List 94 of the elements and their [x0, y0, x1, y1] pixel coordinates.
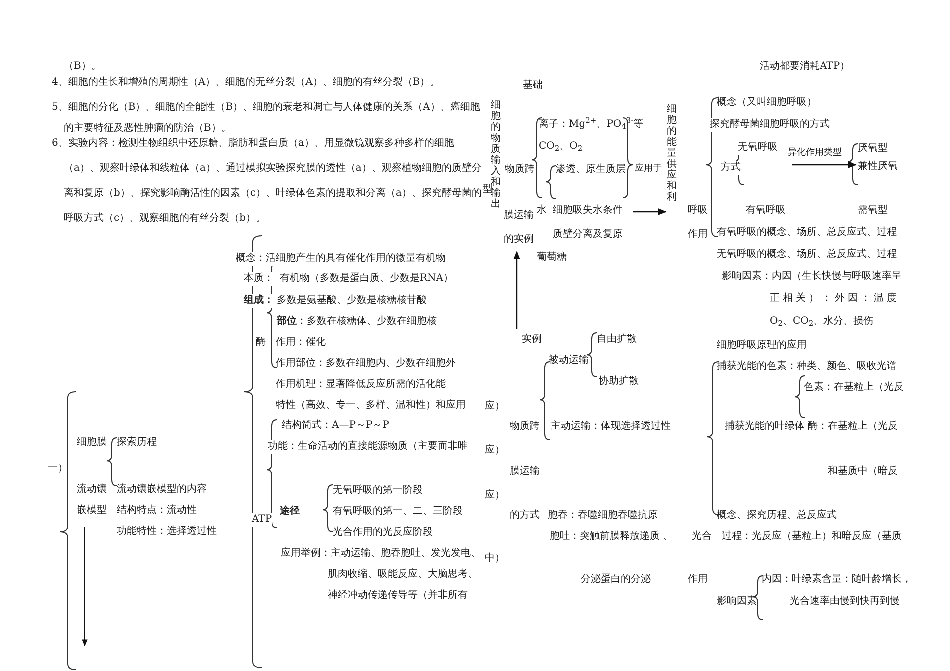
note-text: 流动镶嵌模型的内容: [117, 483, 207, 497]
note-text: 有氧呼吸的第一、二、三阶段: [333, 505, 463, 519]
note-text: 膜运输: [510, 465, 540, 479]
note-text: 应）: [485, 489, 505, 503]
note-text: 胞吐：突触前膜释放递质 、: [550, 530, 674, 544]
note-text: 概念、探究历程、总反应式: [717, 509, 837, 523]
note-text: O$_{2}$、CO$_{2}$、水分、损伤: [770, 315, 874, 329]
note-text: 肌肉收缩、吸能反应、大脑思考、: [328, 568, 478, 582]
note-text: 作用: [688, 573, 708, 587]
note-text: 呼吸: [688, 204, 708, 218]
node-text: 细胞的能量供应和利: [667, 104, 677, 203]
note-text: 探究酵母菌细胞呼吸的方式: [710, 118, 830, 132]
note-text: 过程：光反应（基粒上）和暗反应（基质: [722, 530, 902, 544]
note-text: 应）: [485, 400, 505, 414]
note-text: 6、实验内容：检测生物组织中还原糖、脂肪和蛋白质（a）、用显微镜观察多种多样的细胞（a）、观察叶绿体和线粒体（a）、通过模拟实验探究膜的透性（a）、观察植物细胞的质壁分离和复原（b）、探究影响酶活性的因素（c）、叶绿体色素的提取和分离（a）、探究酵母菌的呼吸方式（c）、观察细胞的有丝分裂（b）。: [52, 136, 483, 226]
note-text: 的方式: [510, 509, 540, 523]
note-text: 结构特点：流动性: [117, 504, 197, 518]
note-text: 细胞吸失水条件: [553, 204, 623, 218]
note-text: 部位：多数在核糖体、少数在细胞核: [277, 315, 437, 329]
note-text: 捕获光能的色素：种类、颜色、吸收光谱: [717, 360, 897, 374]
edge-label: 异化作用类型: [788, 148, 842, 159]
note-text: 多数是氨基酸、少数是核糖核苷酸: [277, 294, 427, 308]
arrow: [792, 162, 857, 168]
note-text: 应用于: [635, 162, 662, 176]
note-text: 本质：: [244, 272, 274, 286]
note-text: 色素：在基粒上（光反: [804, 381, 904, 395]
note-text: 细胞呼吸原理的应用: [717, 339, 807, 353]
note-text: 酶: [256, 336, 266, 350]
note-text: 中）: [485, 552, 505, 566]
note-text: 作用：催化: [276, 336, 326, 350]
note-text: 细胞的物质输入和输出: [491, 100, 501, 210]
note-text: 作用: [688, 228, 708, 242]
note-text: 影响因素: [717, 595, 757, 609]
note-text: 神经冲动传递传导等（并非所有: [328, 589, 468, 603]
note-text: 流动镶: [77, 483, 107, 497]
note-text: 需氧型: [858, 204, 888, 218]
note-text: 胞吞：吞噬细胞吞噬抗原: [548, 509, 658, 523]
node-text: 实例: [522, 333, 542, 347]
note-text: 特性（高效、专一、多样、温和性）和应用: [276, 399, 466, 413]
note-text: 渗透、原生质层: [556, 163, 626, 177]
note-text: CO$_{2}$、O$_{2}$: [539, 140, 583, 154]
note-text: 无氧呼吸的概念、场所、总反应式、过程: [717, 248, 897, 262]
note-text: 有氧呼吸: [746, 204, 786, 218]
note-text: 功能：生命活动的直接能源物质（主要而非唯: [268, 440, 468, 454]
note-text: （B）。: [64, 60, 102, 74]
note-text: 应）: [485, 444, 505, 458]
note-text: 概念（又叫细胞呼吸）: [717, 96, 817, 110]
note-text: 物质跨: [505, 163, 535, 177]
note-text: 主动运输：体现选择透过性: [551, 420, 671, 434]
note-text: 基础: [523, 79, 543, 93]
note-text: 分泌蛋白的分泌: [581, 573, 651, 587]
note-text: 方式: [721, 161, 741, 175]
note-text: ATP: [252, 513, 272, 527]
note-text: 无氧呼吸的第一阶段: [333, 484, 423, 498]
note-text: 被动运输: [549, 354, 589, 368]
note-text: 功能特性：选择透过性: [117, 525, 217, 539]
arrow: [633, 208, 667, 216]
note-text: 光合速率由慢到快再到慢: [790, 595, 900, 609]
note-text: 组成：: [244, 294, 274, 308]
note-text: 探索历程: [117, 436, 157, 450]
note-text: 厌氧型: [858, 142, 888, 156]
note-text: 光合作用的光反应阶段: [333, 526, 433, 540]
note-text: 5、细胞的分化（B）、细胞的全能性（B）、细胞的衰老和凋亡与人体健康的关系（A）、癌细胞的主要特征及恶性肿瘤的防治（B）。: [52, 100, 482, 136]
note-text: 和基质中（暗反: [828, 465, 898, 479]
note-text: 正相关）：外因：温度: [770, 292, 900, 306]
note-text: 物质跨: [510, 420, 540, 434]
arrow: [514, 251, 520, 329]
note-text: 有氧呼吸的概念、场所、总反应式、过程: [717, 226, 897, 240]
note-text: 途径: [280, 505, 300, 519]
note-text: 葡萄糖: [537, 251, 567, 265]
note-text: 结构简式：A—P～P～P: [282, 419, 390, 433]
note-text: 自由扩散: [597, 333, 637, 347]
note-text: 4、细胞的生长和增殖的周期性（A）、细胞的无丝分裂（A）、细胞的有丝分裂（B）。: [52, 76, 440, 90]
note-text: 一）: [48, 462, 68, 476]
note-text: 细胞膜: [77, 436, 107, 450]
node-text: 膜运输的实例: [504, 204, 535, 252]
note-text: 无氧呼吸: [738, 141, 778, 155]
note-text: 活动都要消耗ATP）: [760, 60, 850, 74]
note-text: 质壁分离及复原: [553, 228, 623, 242]
note-text: 内因：叶绿素含量：随叶龄增长，: [762, 573, 912, 587]
note-text: 作用机理：显著降低反应所需的活化能: [276, 378, 446, 392]
note-text: 捕获光能的叶绿体: [725, 420, 805, 434]
note-text: 影响因素：内因（生长快慢与呼吸速率呈: [722, 270, 902, 284]
note-text: 作用部位：多数在细胞内、少数在细胞外: [276, 357, 456, 371]
note-text: 水: [537, 204, 547, 218]
note-text: 应用举例：主动运输、胞吞胞吐、发光发电、: [281, 547, 481, 561]
note-text: 嵌模型: [77, 504, 107, 518]
note-text: 光合: [692, 530, 712, 544]
note-text: 概念：活细胞产生的具有催化作用的微量有机物: [236, 252, 446, 266]
note-text: 协助扩散: [599, 375, 639, 389]
note-text: 离子：Mg$^{2+}$、PO$_{4}$$^{3-}$等: [539, 118, 644, 132]
note-text: 有机物（多数是蛋白质、少数是RNA）: [280, 272, 454, 286]
note-text: 酶：在基粒上（光反: [808, 420, 898, 434]
node-text: 兼性厌氧: [858, 160, 898, 174]
